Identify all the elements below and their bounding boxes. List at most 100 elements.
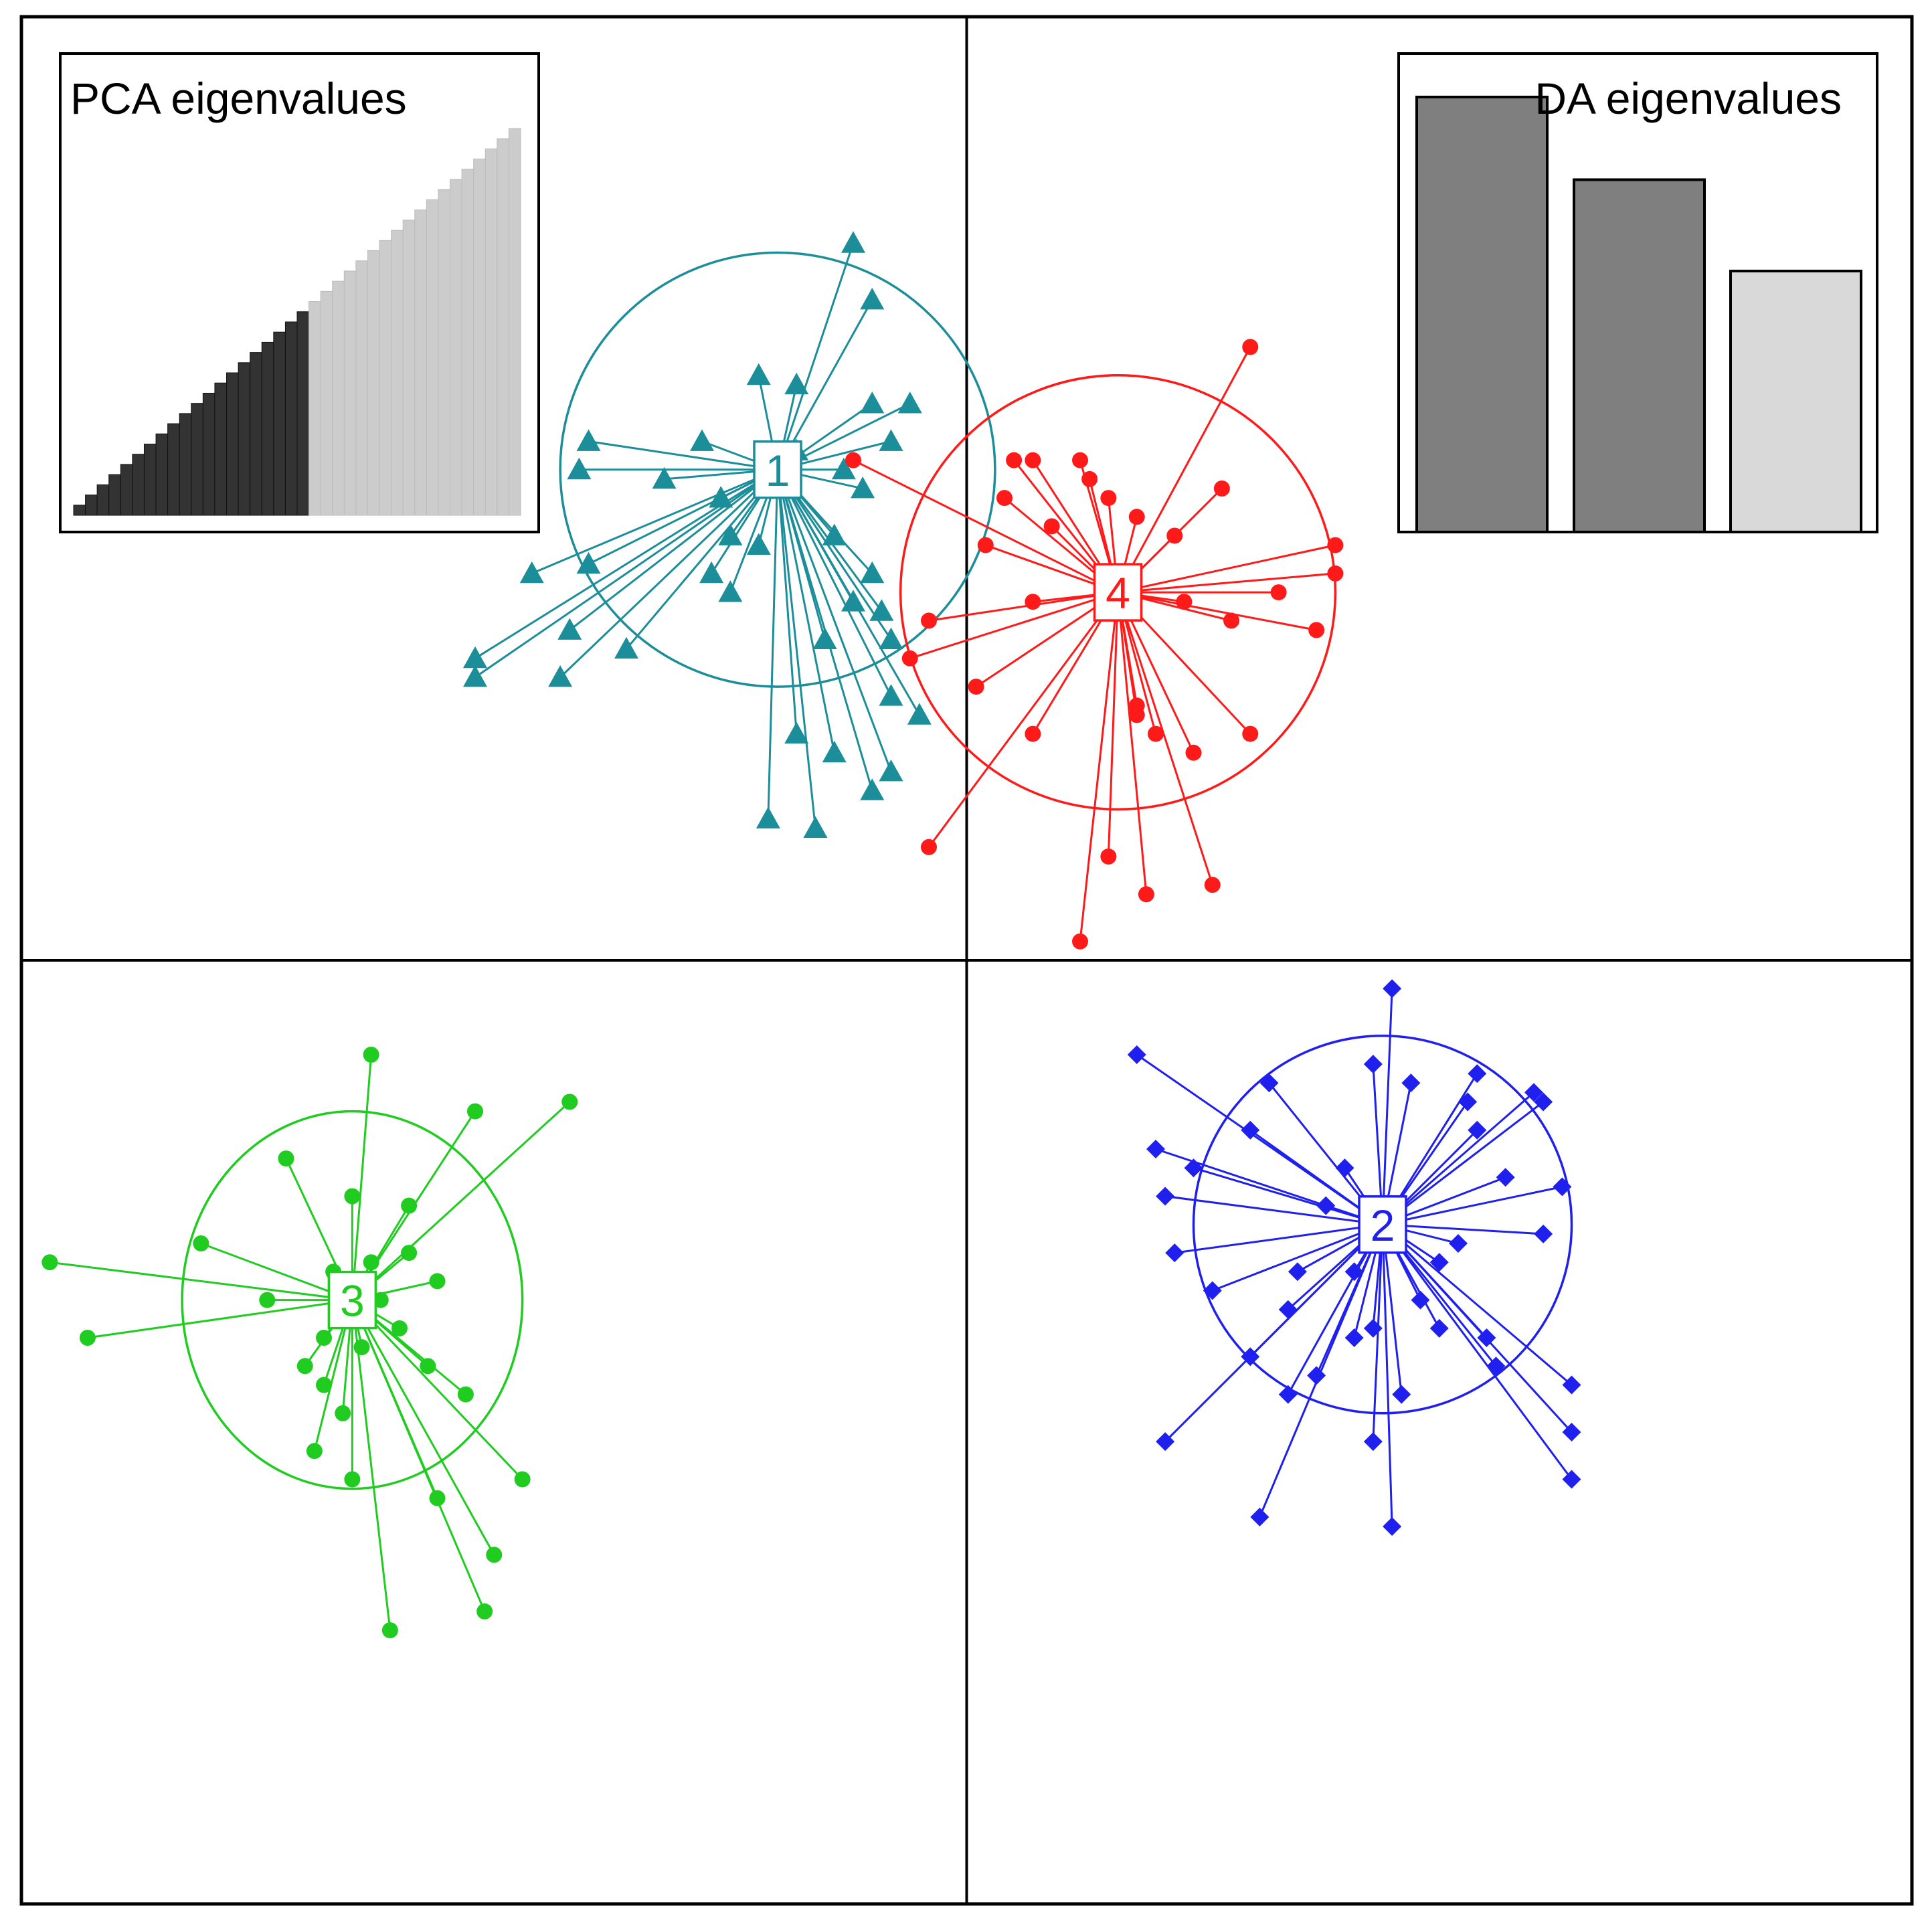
cluster-4-spoke [928, 592, 1119, 848]
cluster-2-point [1307, 1366, 1326, 1385]
pca-eigenvalue-bar [343, 270, 357, 516]
cluster-4-spoke [1118, 572, 1336, 594]
pca-eigenvalue-bar [96, 484, 110, 516]
cluster-1-point [860, 288, 885, 310]
cluster-2-point [1184, 1158, 1203, 1178]
pca-eigenvalue-bar [461, 169, 474, 516]
cluster-2-point [1344, 1328, 1364, 1347]
da-eigenvalue-bar [1573, 178, 1706, 533]
cluster-1-point [860, 391, 885, 414]
cluster-4-point [1043, 518, 1060, 535]
cluster-1-point [718, 523, 743, 545]
cluster-4-point [901, 650, 918, 667]
cluster-4-point [1176, 594, 1193, 610]
pca-eigenvalue-bar [355, 260, 368, 516]
cluster-2-point [1468, 1064, 1487, 1083]
cluster-2-point [1534, 1224, 1553, 1243]
cluster-1-point [463, 665, 487, 687]
da-bars [1415, 96, 1862, 533]
cluster-4-point [1128, 509, 1145, 525]
cluster-4-point [977, 537, 994, 553]
cluster-4-point [1327, 537, 1344, 553]
cluster-3-point [363, 1254, 379, 1271]
cluster-3-point [344, 1471, 361, 1488]
cluster-2-point [1316, 1196, 1336, 1215]
pca-eigenvalue-bar [179, 413, 192, 516]
pca-eigenvalue-bar [320, 290, 333, 516]
cluster-4-point [1204, 877, 1221, 893]
cluster-4-spoke [928, 591, 1118, 622]
cluster-1-point [746, 363, 771, 385]
cluster-2-spoke [1372, 1224, 1384, 1442]
pca-eigenvalue-bar [473, 159, 486, 516]
pca-eigenvalue-bar [391, 230, 404, 516]
cluster-1-point [851, 476, 875, 499]
cluster-2-point [1411, 1290, 1430, 1310]
pca-eigenvalue-bar [284, 321, 298, 516]
cluster-1-point [803, 816, 828, 838]
pca-eigenvalue-bar [238, 362, 251, 516]
pca-eigenvalue-bar [497, 138, 509, 516]
axis-lines [21, 17, 1912, 1904]
pca-eigenvalue-bar [414, 209, 427, 516]
cluster-2-spoke [1382, 1091, 1534, 1225]
pca-bars [73, 128, 521, 516]
cluster-2-point [1146, 1140, 1165, 1158]
cluster-2-point [1449, 1234, 1468, 1253]
cluster-3-spoke [351, 1299, 495, 1556]
cluster-2-point [1468, 1120, 1487, 1140]
cluster-4-point [1166, 527, 1183, 544]
cluster-1-point [784, 372, 809, 395]
cluster-2-spoke [1258, 1224, 1384, 1518]
cluster-3-point [41, 1254, 58, 1271]
pca-eigenvalue-bar [202, 392, 215, 516]
cluster-2-spoke [1164, 1223, 1384, 1443]
cluster-2-point [1156, 1432, 1175, 1452]
pca-eigenvalue-bar [261, 341, 274, 516]
cluster-4-point [1138, 886, 1154, 903]
cluster-4-point [845, 452, 861, 468]
da-inset-title: DA eigenvalues [1534, 74, 1842, 123]
cluster-3-point [259, 1292, 276, 1308]
cluster-4-point [1025, 452, 1041, 468]
cluster-4-point [921, 839, 937, 855]
cluster-2-spoke [1381, 988, 1393, 1225]
cluster-2-point [1203, 1281, 1222, 1300]
pca-eigenvalue-bar [143, 444, 157, 516]
cluster-3-point [401, 1245, 418, 1261]
cluster-2-point [1241, 1120, 1260, 1140]
pca-eigenvalue-bar [508, 128, 521, 516]
cluster-3-point [193, 1235, 209, 1251]
cluster-4-point [921, 612, 937, 629]
cluster-4-point [1242, 339, 1259, 355]
cluster-3-point [391, 1320, 408, 1336]
cluster-1-spoke [776, 469, 798, 734]
cluster-2-point [1383, 1517, 1402, 1536]
cluster-4-point [1025, 725, 1041, 742]
cluster-1-spoke [776, 469, 892, 772]
cluster-2-label: 2 [1371, 1201, 1395, 1250]
cluster-3-point [561, 1094, 578, 1110]
cluster-2-point [1344, 1262, 1364, 1282]
pca-eigenvalue-bar [450, 179, 462, 516]
cluster-2-point [1259, 1073, 1279, 1093]
cluster-4-point [1100, 490, 1117, 507]
pca-inset-title: PCA eigenvalues [70, 74, 407, 123]
cluster-2-point [1165, 1243, 1184, 1263]
pca-eigenvalue-bar [250, 352, 262, 516]
cluster-2-point [1553, 1177, 1572, 1197]
cluster-3-point [306, 1443, 323, 1460]
pca-eigenvalue-bar [73, 505, 86, 516]
pca-eigenvalue-bar [120, 464, 133, 516]
cluster-4-point [1128, 697, 1145, 714]
cluster-1-point [879, 627, 903, 649]
cluster-2-label-box [1358, 1195, 1407, 1254]
cluster-2-spoke [1381, 1223, 1573, 1480]
pca-eigenvalue-bar [167, 423, 180, 516]
cluster-4-point [1072, 452, 1088, 468]
cluster-1-point [812, 627, 837, 649]
cluster-2-spoke [1381, 1223, 1573, 1433]
cluster-2-spoke [1174, 1223, 1383, 1254]
cluster-group-4: 4 [845, 339, 1344, 950]
